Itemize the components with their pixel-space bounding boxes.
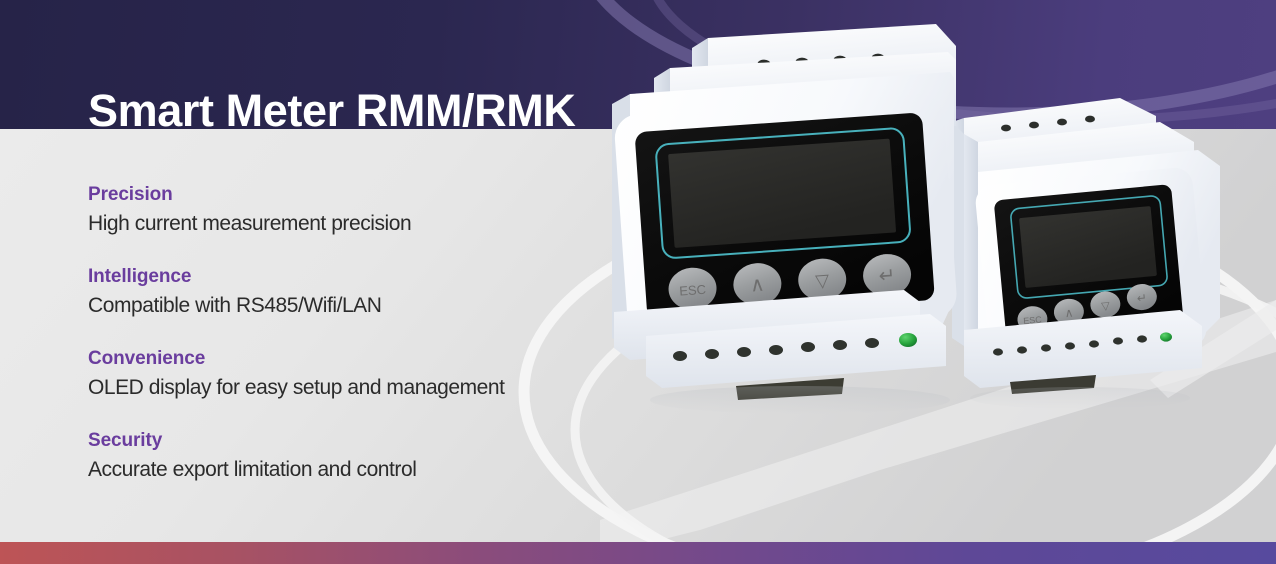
feature-title: Security [88,430,163,452]
primary-device: ESC ∧ ▽ ↵ [612,24,957,400]
bottom-accent-strip [0,542,1276,564]
status-led [899,333,917,347]
enter-button-label: ↵ [1136,291,1147,306]
feature-item-security: Security Accurate export limitation and … [88,428,608,485]
down-button-label: ▽ [1101,300,1111,313]
feature-title: Convenience [88,348,206,370]
up-button-label: ∧ [1064,305,1074,320]
up-button-label: ∧ [749,274,765,297]
feature-list: Precision High current measurement preci… [88,182,608,485]
escape-button-label: ESC [679,282,707,299]
status-led [1160,332,1172,342]
secondary-device: ESC ∧ ▽ ↵ [952,98,1220,394]
feature-item-intelligence: Intelligence Compatible with RS485/Wifi/… [88,264,608,321]
oled-screen [1019,206,1157,288]
feature-title: Precision [88,184,173,205]
product-image-group: ESC ∧ ▽ ↵ [560,0,1276,542]
feature-description: High current measurement precision [88,211,412,235]
feature-description: Compatible with RS485/Wifi/LAN [88,293,382,317]
feature-item-precision: Precision High current measurement preci… [88,182,608,239]
page-title: Smart Meter RMM/RMK [88,85,576,137]
feature-description: Accurate export limitation and control [88,457,417,481]
oled-screen [668,138,896,248]
down-button-label: ▽ [815,270,830,291]
feature-item-convenience: Convenience OLED display for easy setup … [88,346,608,403]
enter-button-label: ↵ [878,265,896,288]
feature-title: Intelligence [88,266,192,288]
feature-description: OLED display for easy setup and manageme… [88,375,505,399]
